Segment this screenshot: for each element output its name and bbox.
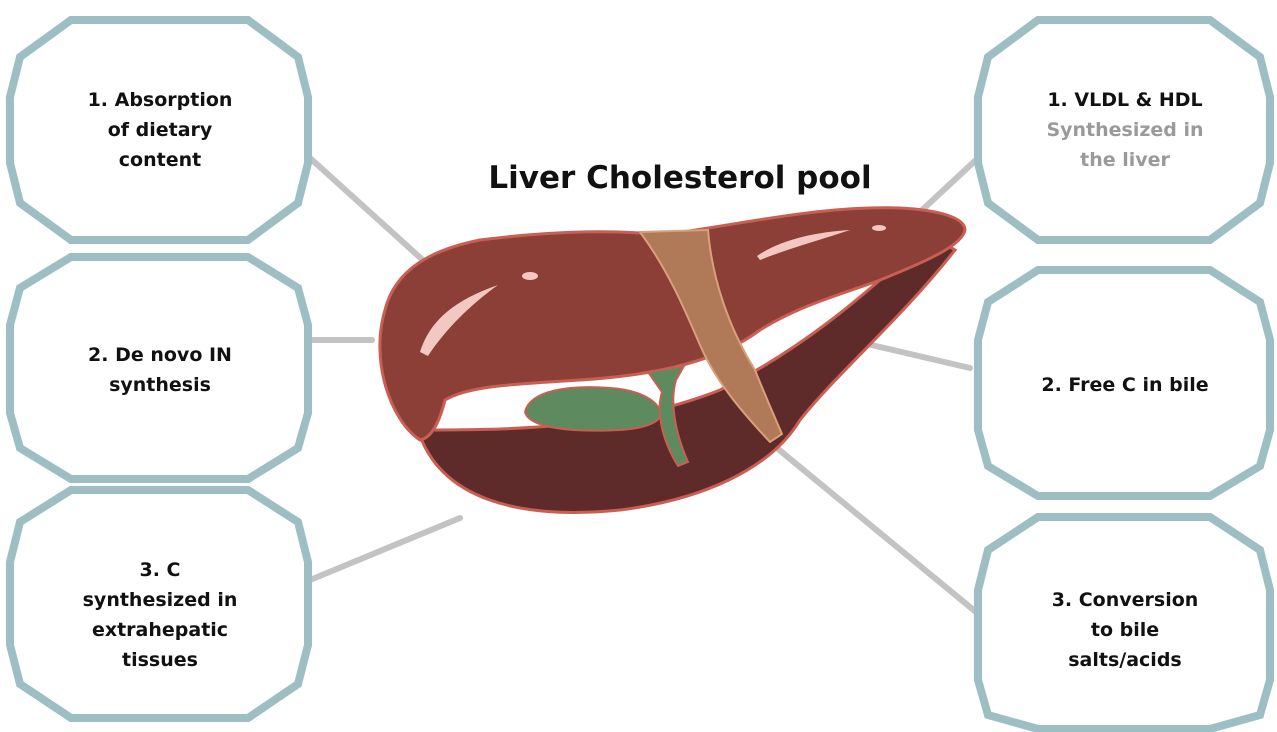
connector-fate-3 [772, 444, 976, 612]
fate-3-line-3: salts/acids [1025, 645, 1225, 675]
fate-1-subline-2: the liver [1025, 145, 1225, 175]
liver-illustration [380, 208, 965, 513]
fate-text-1: 1. VLDL & HDL Synthesized in the liver [1025, 85, 1225, 175]
liver-highlight-2 [522, 272, 538, 280]
source-2-line-2: synthesis [60, 370, 260, 400]
source-1-line-3: content [60, 145, 260, 175]
source-text-1: 1. Absorption of dietary content [60, 85, 260, 175]
fate-1-line-1: 1. VLDL & HDL [1025, 85, 1225, 115]
fate-text-3: 3. Conversion to bile salts/acids [1025, 585, 1225, 675]
source-3-line-2: synthesized in [60, 585, 260, 615]
connector-fate-1 [920, 158, 978, 212]
source-3-line-3: extrahepatic [60, 615, 260, 645]
connector-source-1 [310, 158, 425, 262]
diagram-title: Liver Cholesterol pool [470, 160, 890, 196]
source-text-2: 2. De novo IN synthesis [60, 340, 260, 400]
source-text-3: 3. C synthesized in extrahepatic tissues [60, 555, 260, 675]
source-3-line-1: 3. C [60, 555, 260, 585]
fate-2-line-1: 2. Free C in bile [1025, 370, 1225, 400]
fate-text-2: 2. Free C in bile [1025, 370, 1225, 400]
fate-3-line-1: 3. Conversion [1025, 585, 1225, 615]
fate-1-subline-1: Synthesized in [1025, 115, 1225, 145]
fate-3-line-2: to bile [1025, 615, 1225, 645]
source-2-line-1: 2. De novo IN [60, 340, 260, 370]
gallbladder [525, 387, 661, 430]
liver-highlight-4 [872, 225, 886, 231]
connector-source-3 [310, 518, 460, 580]
source-1-line-1: 1. Absorption [60, 85, 260, 115]
source-3-line-4: tissues [60, 645, 260, 675]
source-1-line-2: of dietary [60, 115, 260, 145]
